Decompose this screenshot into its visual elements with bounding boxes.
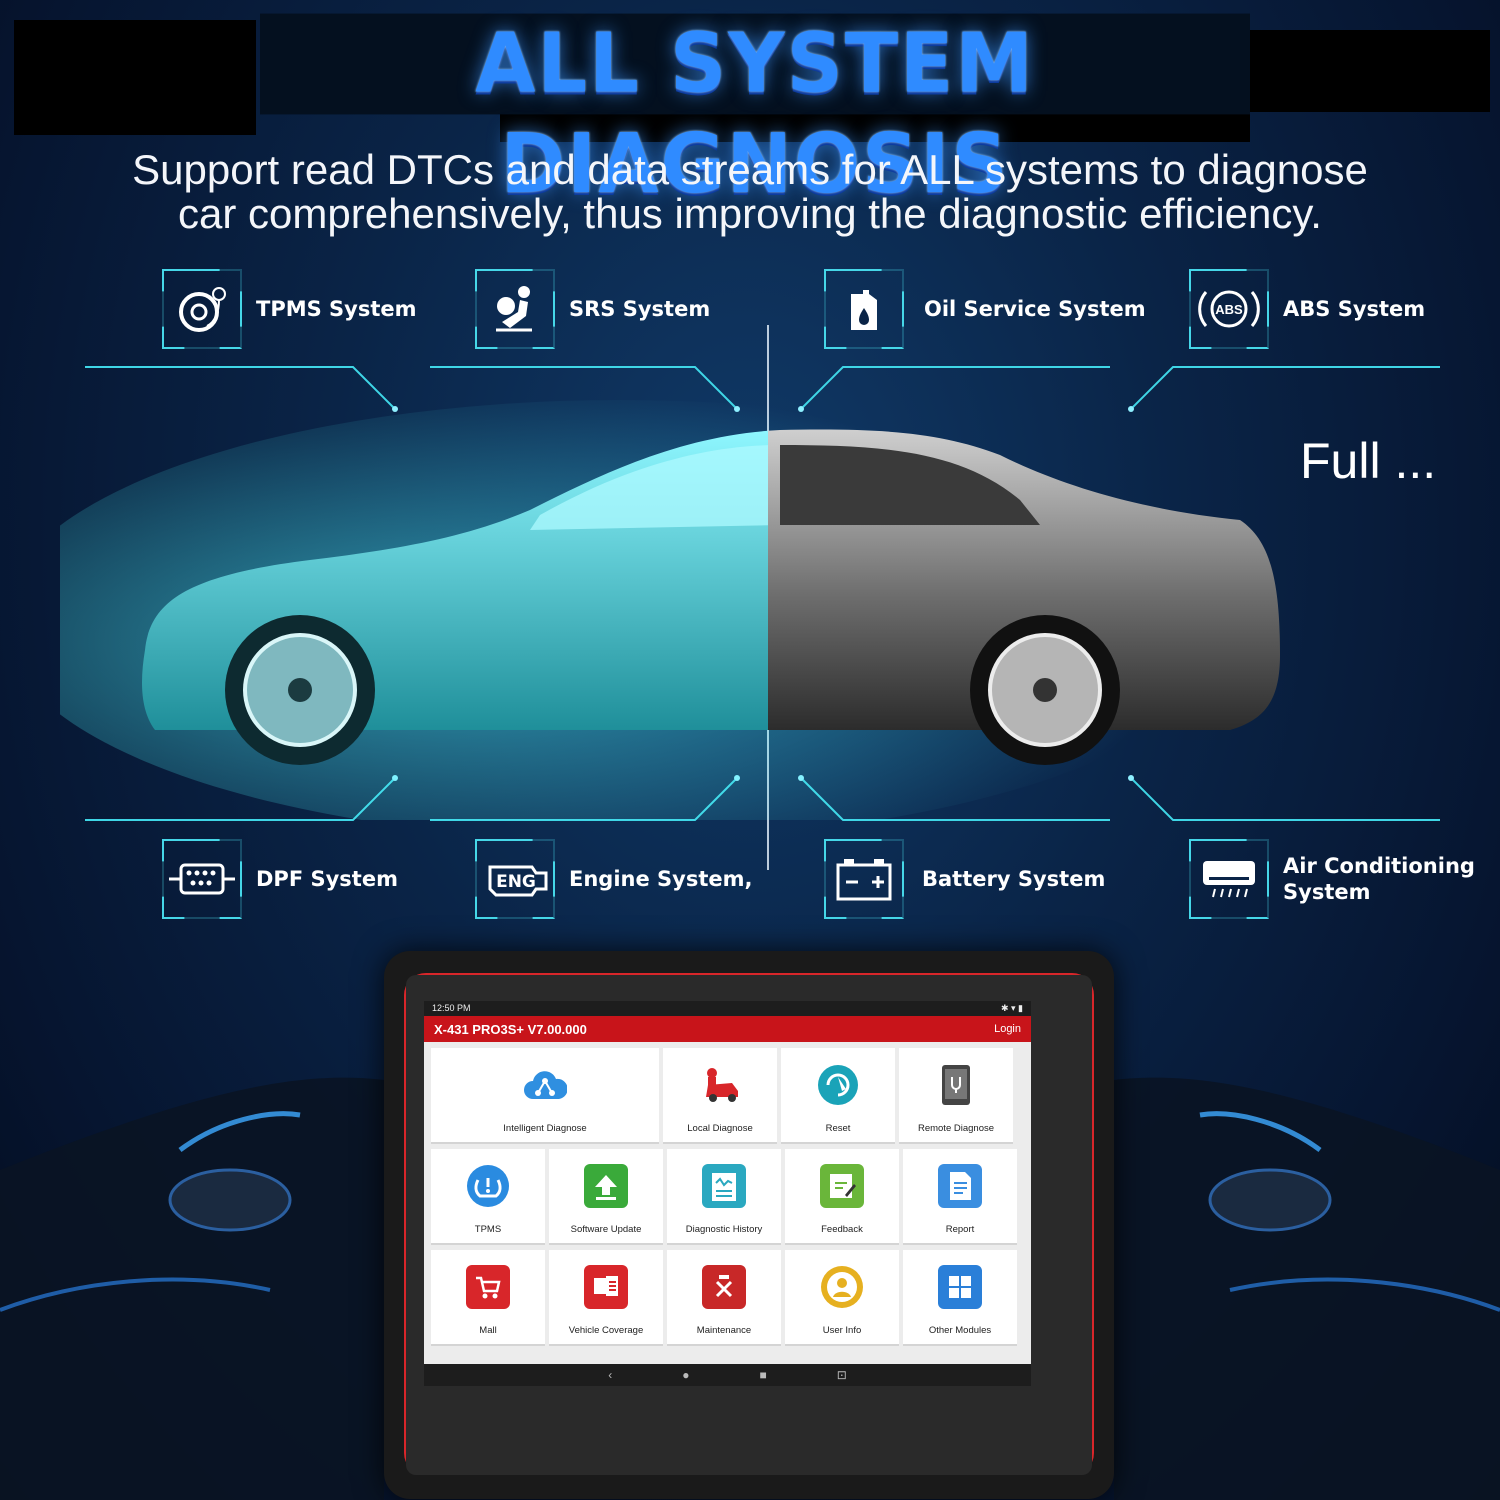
feature-label-line-2: System [1283,880,1371,904]
tire-pressure-icon [162,269,242,349]
feature-engine: ENG Engine System, [475,838,752,920]
cockpit-background [0,1077,1500,1500]
feature-tpms: TPMS System [162,268,417,350]
user-avatar-icon [820,1265,864,1309]
battery-icon [824,839,904,919]
modules-grid-icon [938,1265,982,1309]
status-icons: ✱ ▾ ▮ [1000,1003,1023,1013]
android-nav-bar: ‹ ● ■ ⊡ [424,1364,1031,1386]
tile-reset[interactable]: Reset [781,1048,895,1144]
feature-label: Air Conditioning System [1283,853,1475,905]
feature-label: SRS System [569,297,711,321]
tile-mall[interactable]: Mall [431,1250,545,1346]
subtitle-line-2: car comprehensively, thus improving the … [178,190,1322,237]
feature-dpf: DPF System [162,838,398,920]
full-more-text: Full ... [1300,433,1437,489]
header-block-right [1250,30,1490,112]
app-title: X-431 PRO3S+ V7.00.000 [434,1021,587,1037]
tile-label: Vehicle Coverage [568,1325,644,1336]
tile-label: Reset [825,1123,851,1134]
feature-label: Battery System [922,867,1106,891]
tile-label: Intelligent Diagnose [503,1123,587,1134]
svg-text:ENG: ENG [496,872,536,892]
tpms-icon [466,1164,510,1208]
car-illustration [60,400,1280,820]
login-button[interactable]: Login [994,1023,1021,1035]
tile-label: Remote Diagnose [917,1123,995,1134]
tile-label: Maintenance [696,1325,752,1336]
tile-label: Feedback [821,1224,863,1235]
cloud-diagnose-icon [523,1063,567,1107]
header-block-left [14,20,256,135]
feature-oil-service: Oil Service System [824,268,1146,350]
subtitle: Support read DTCs and data streams for A… [40,148,1460,236]
reset-icon [816,1063,860,1107]
module-grid: Intelligent Diagnose Local Diagnose Rese… [431,1048,1024,1351]
tile-user-info[interactable]: User Info [785,1250,899,1346]
svg-text:ABS: ABS [1215,302,1243,317]
tile-label: Software Update [570,1224,642,1235]
air-conditioner-icon [1189,839,1269,919]
tile-remote-diagnose[interactable]: Remote Diagnose [899,1048,1013,1144]
diagnostic-tablet: 12:50 PM ✱ ▾ ▮ X-431 PRO3S+ V7.00.000 Lo… [384,951,1114,1499]
tile-tpms[interactable]: TPMS [431,1149,545,1245]
tile-software-update[interactable]: Software Update [549,1149,663,1245]
clipboard-history-icon [702,1164,746,1208]
tile-intelligent-diagnose[interactable]: Intelligent Diagnose [431,1048,659,1144]
mechanic-car-icon [698,1063,742,1107]
status-time: 12:50 PM [432,1003,471,1013]
airbag-icon [475,269,555,349]
tile-label: Report [945,1224,975,1235]
back-icon[interactable]: ‹ [608,1368,613,1382]
feature-air-conditioning: Air Conditioning System [1189,838,1475,920]
tile-diagnostic-history[interactable]: Diagnostic History [667,1149,781,1245]
feature-srs: SRS System [475,268,710,350]
feature-label: TPMS System [256,297,417,321]
dpf-filter-icon [162,839,242,919]
tile-feedback[interactable]: Feedback [785,1149,899,1245]
upload-icon [584,1164,628,1208]
remote-tablet-icon [934,1063,978,1107]
feature-label: DPF System [256,867,398,891]
toolbox-icon [702,1265,746,1309]
tile-maintenance[interactable]: Maintenance [667,1250,781,1346]
shopping-cart-icon [466,1265,510,1309]
screenshot-icon[interactable]: ⊡ [836,1368,847,1382]
abs-icon: ABS [1189,269,1269,349]
header-block-bottom [500,112,1250,142]
page-title: ALL SYSTEM DIAGNOSIS [260,13,1250,212]
tile-report[interactable]: Report [903,1149,1017,1245]
tile-local-diagnose[interactable]: Local Diagnose [663,1048,777,1144]
feature-battery: Battery System [824,838,1105,920]
status-bar: 12:50 PM ✱ ▾ ▮ [424,1001,1031,1016]
subtitle-line-1: Support read DTCs and data streams for A… [132,146,1368,193]
feature-label: Oil Service System [924,297,1146,321]
tile-label: User Info [822,1325,862,1336]
feature-label-line-1: Air Conditioning [1283,854,1475,878]
tile-label: Mall [479,1325,497,1336]
oil-can-icon [824,269,904,349]
tile-other-modules[interactable]: Other Modules [903,1250,1017,1346]
engine-icon: ENG [475,839,555,919]
vehicle-coverage-icon [584,1265,628,1309]
tablet-screen: 12:50 PM ✱ ▾ ▮ X-431 PRO3S+ V7.00.000 Lo… [424,1001,1031,1386]
app-bar: X-431 PRO3S+ V7.00.000 Login [424,1016,1031,1042]
recents-icon[interactable]: ■ [759,1368,767,1382]
feedback-icon [820,1164,864,1208]
home-icon[interactable]: ● [682,1368,690,1382]
feature-label: ABS System [1283,297,1426,321]
tile-label: TPMS [474,1224,502,1235]
feature-abs: ABS ABS System [1189,268,1425,350]
tile-label: Local Diagnose [687,1123,753,1134]
tile-vehicle-coverage[interactable]: Vehicle Coverage [549,1250,663,1346]
tile-label: Diagnostic History [685,1224,763,1235]
tile-label: Other Modules [928,1325,992,1336]
header-banner: ALL SYSTEM DIAGNOSIS [0,0,1500,212]
feature-label: Engine System, [569,867,753,891]
report-icon [938,1164,982,1208]
